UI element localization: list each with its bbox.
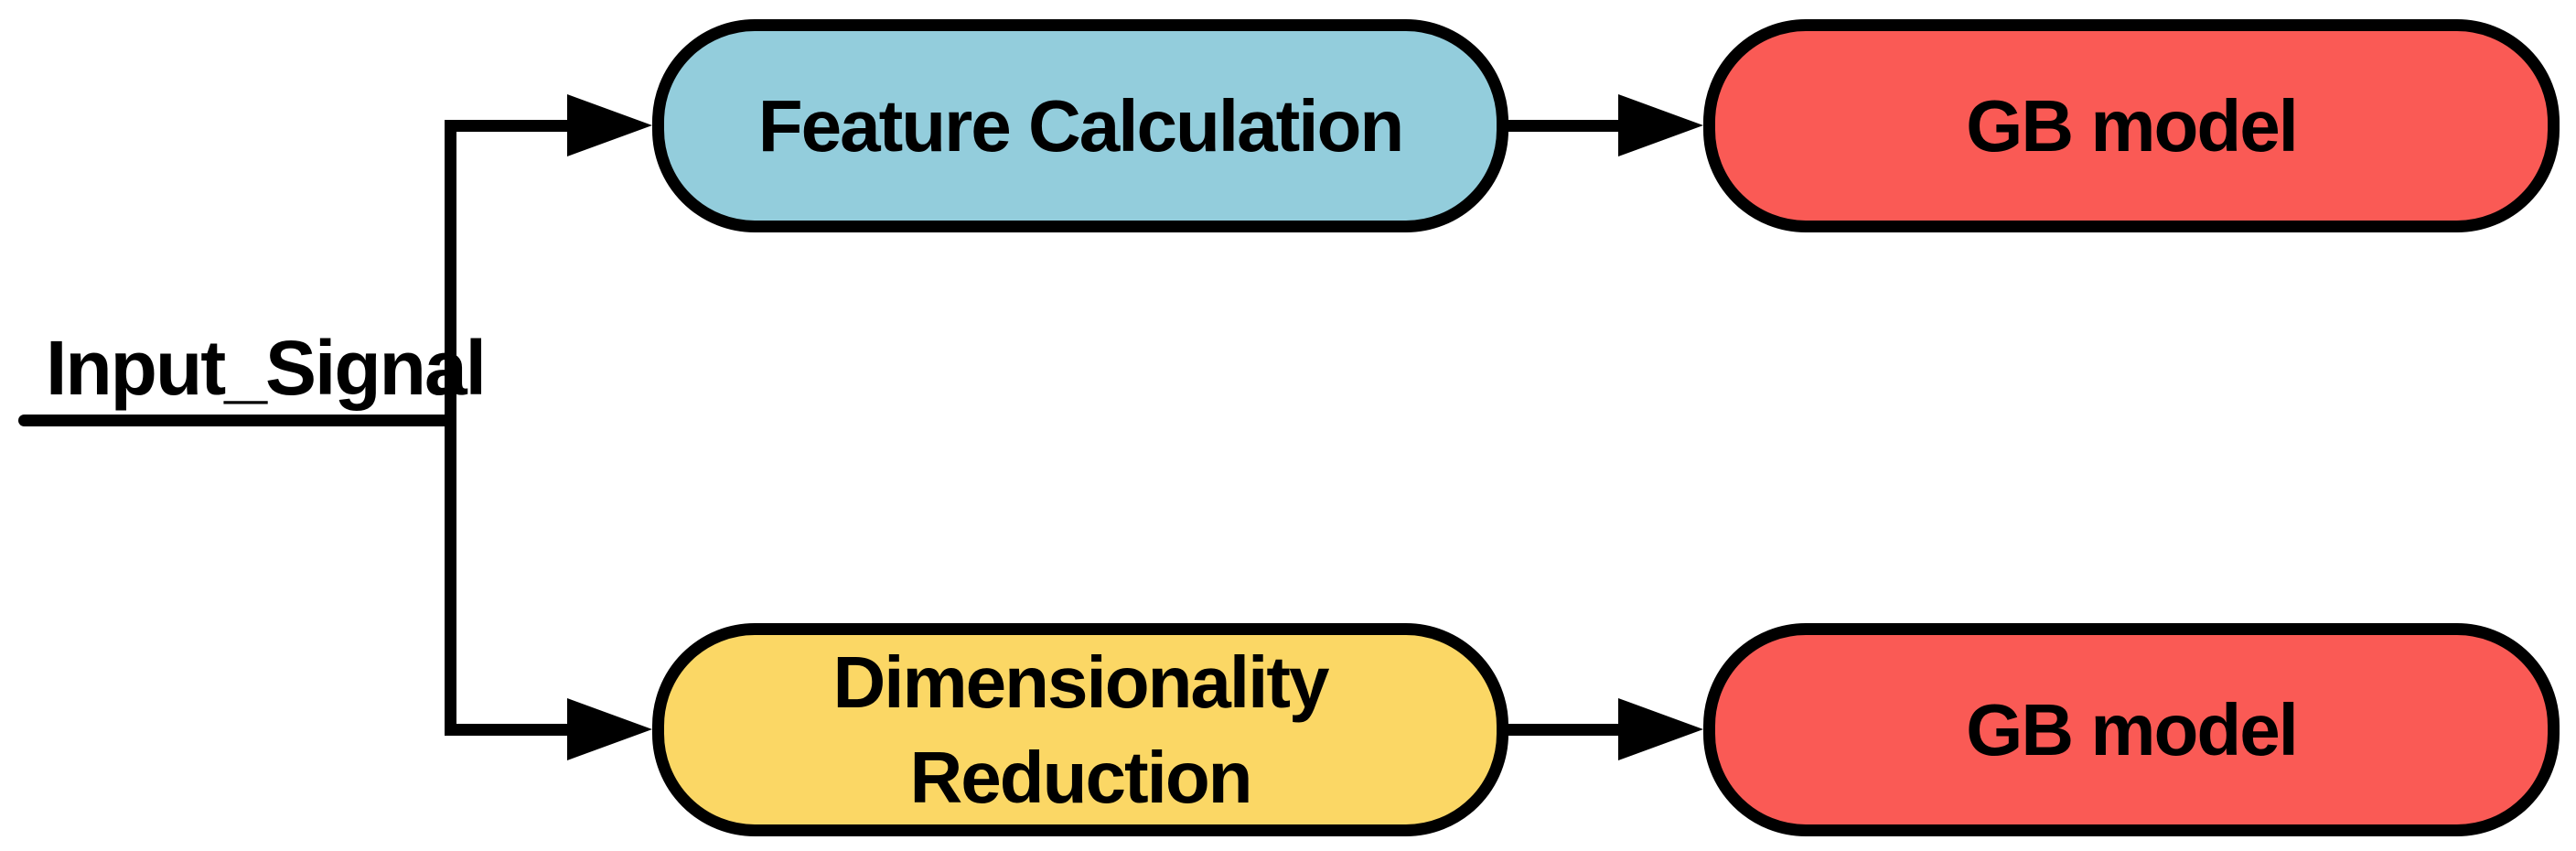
branch-top-line	[445, 120, 569, 132]
node-gb-model-bottom-label: GB model	[1966, 688, 2299, 770]
node-gb-model-top-label: GB model	[1966, 84, 2299, 167]
input-signal-label: Input_Signal	[46, 325, 487, 411]
node-dimensionality-reduction: Dimensionality Reduction	[652, 623, 1508, 836]
arrowhead-icon	[1618, 698, 1703, 760]
arrow-dimred-to-gb-line	[1505, 724, 1622, 736]
arrow-feature-to-gb-line	[1505, 120, 1622, 132]
arrowhead-icon	[567, 698, 652, 760]
node-gb-model-top: GB model	[1703, 19, 2560, 232]
branch-bottom-line	[445, 724, 569, 736]
node-gb-model-bottom: GB model	[1703, 623, 2560, 836]
node-feature-calculation-label: Feature Calculation	[757, 84, 1404, 167]
node-feature-calculation: Feature Calculation	[652, 19, 1508, 232]
node-dimensionality-reduction-label-line1: Dimensionality	[832, 641, 1329, 723]
node-dimensionality-reduction-label-line2: Reduction	[909, 736, 1252, 818]
arrowhead-icon	[1618, 94, 1703, 156]
input-signal-line	[18, 415, 456, 426]
branch-trunk-line	[445, 120, 456, 736]
arrowhead-icon	[567, 94, 652, 156]
